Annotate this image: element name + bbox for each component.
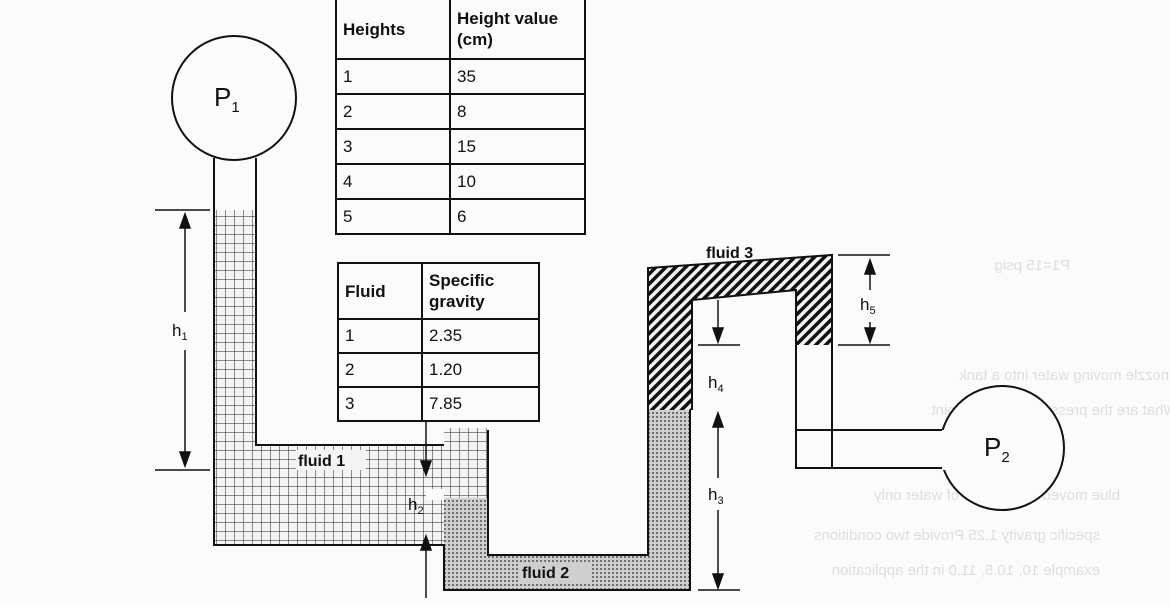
fluid-1-label: fluid 1 (298, 453, 345, 470)
h3-h4-dimension (698, 300, 740, 591)
left-tube-empty (213, 158, 257, 210)
table-cell: 4 (335, 163, 451, 200)
h1-label: h1 (172, 321, 188, 343)
table-cell: 1 (335, 58, 451, 95)
heights-table-header: Heights Height value (cm) (335, 0, 586, 60)
fluid-2-region (444, 410, 690, 590)
svg-text:Figure: nozzle moving water in: Figure: nozzle moving water into a tank (959, 367, 1170, 384)
table-cell: 7.85 (421, 386, 540, 422)
table-cell: 15 (449, 128, 586, 165)
p2-reservoir (939, 385, 1065, 511)
table-cell: 2 (335, 93, 451, 130)
heights-header-label: Heights (335, 0, 451, 60)
fluid-3-region (648, 255, 832, 410)
p1-label: P1 (214, 82, 240, 116)
specific-gravity-header-label: Specific gravity (421, 262, 540, 320)
gravity-table-header: Fluid Specific gravity (337, 262, 540, 320)
h2-label: h2 (408, 495, 424, 517)
fluid-header-label: Fluid (337, 262, 423, 320)
svg-text:example 10, 10.5, 11.0 in the: example 10, 10.5, 11.0 in the applicatio… (832, 562, 1100, 579)
height-value-header-label: Height value (cm) (449, 0, 586, 60)
table-cell: 3 (337, 386, 423, 422)
table-cell: 6 (449, 198, 586, 235)
table-cell: 3 (335, 128, 451, 165)
p1-reservoir (171, 35, 297, 161)
table-cell: 2 (337, 352, 423, 388)
h5-dimension (838, 254, 890, 346)
table-cell: 8 (449, 93, 586, 130)
table-cell: 5 (335, 198, 451, 235)
h2-dimension (419, 415, 433, 598)
h3-label: h3 (708, 485, 724, 507)
table-cell: 10 (449, 163, 586, 200)
h1-dimension (155, 209, 210, 471)
table-cell: 35 (449, 58, 586, 95)
table-cell: 1 (337, 318, 423, 354)
svg-text:specific gravity 1.25 Provide: specific gravity 1.25 Provide two condit… (814, 527, 1100, 544)
fluid-1-right-leg (444, 428, 488, 498)
h5-label: h5 (860, 295, 876, 317)
h4-label: h4 (708, 373, 724, 395)
svg-text:P1=15 psig: P1=15 psig (995, 257, 1070, 274)
fluid-3-label: fluid 3 (706, 245, 753, 262)
table-cell: 1.20 (421, 352, 540, 388)
table-cell: 2.35 (421, 318, 540, 354)
p2-label: P2 (984, 432, 1010, 466)
fluid-2-label: fluid 2 (522, 565, 569, 582)
